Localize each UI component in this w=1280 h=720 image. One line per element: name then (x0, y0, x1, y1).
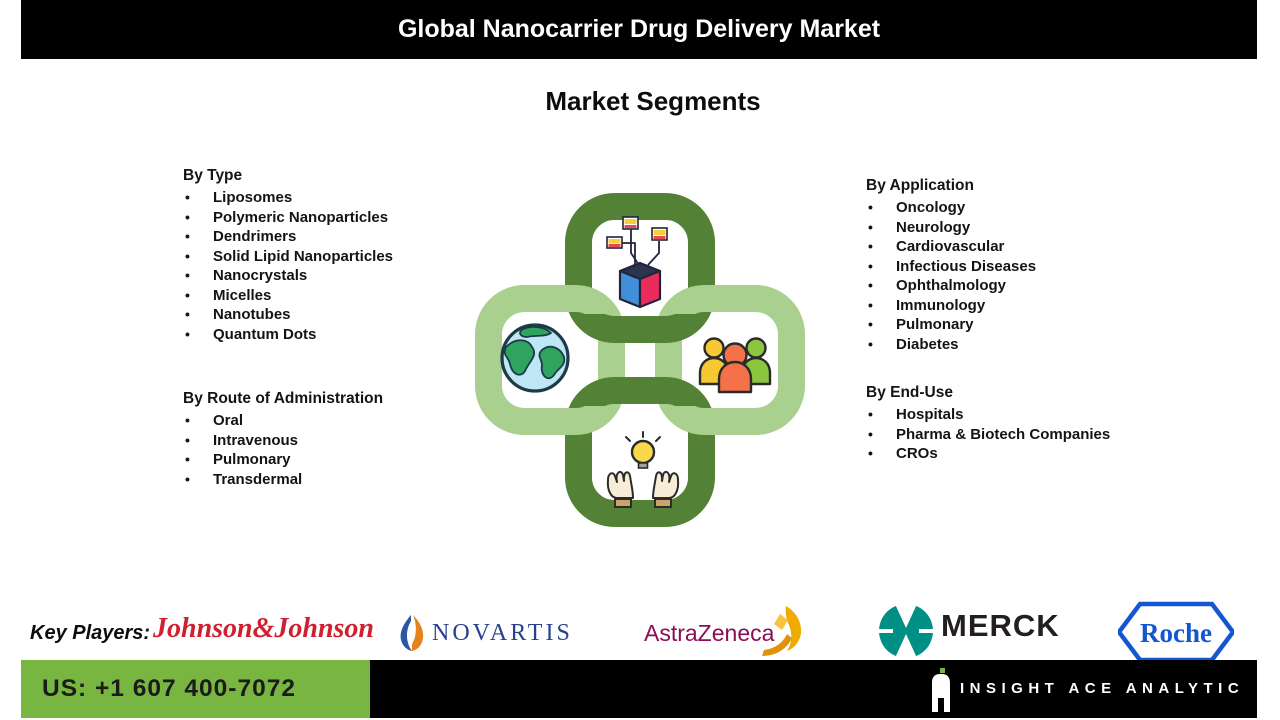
list-item: Polymeric Nanoparticles (183, 208, 393, 228)
segment-heading: By Route of Administration (183, 390, 384, 407)
list-item: Pulmonary (866, 315, 1036, 335)
novartis-logo: NOVARTIS (432, 620, 573, 646)
list-item: Dendrimers (183, 227, 393, 247)
contact-phone-box: US: +1 607 400-7072 (21, 660, 370, 718)
list-item: Ophthalmology (866, 276, 1036, 296)
list-item: Quantum Dots (183, 325, 393, 345)
johnson-and-johnson-logo: Johnson&Johnson (153, 613, 375, 644)
merck-sphere-icon (878, 604, 934, 658)
list-item: CROs (866, 444, 1110, 464)
list-item: Intravenous (183, 431, 383, 451)
segment-heading: By Application (866, 177, 974, 194)
list-item: Infectious Diseases (866, 257, 1036, 277)
list-item: Nanocrystals (183, 266, 393, 286)
list-item: Diabetes (866, 335, 1036, 355)
segment-by-type: By Type Liposomes Polymeric Nanoparticle… (183, 166, 393, 344)
interlocking-links-graphic (475, 193, 805, 527)
segment-by-application: By Application Oncology Neurology Cardio… (866, 176, 1036, 354)
list-item: Pharma & Biotech Companies (866, 425, 1110, 445)
segment-by-end-use: By End-Use Hospitals Pharma & Biotech Co… (866, 383, 1110, 464)
hands-holding-lightbulb-icon (606, 431, 680, 508)
phone-number: US: +1 607 400-7072 (42, 675, 296, 702)
novartis-flame-icon (400, 615, 424, 651)
segment-list: Hospitals Pharma & Biotech Companies CRO… (866, 405, 1110, 464)
list-item: Pulmonary (183, 450, 383, 470)
list-item: Oral (183, 411, 383, 431)
segment-heading: By End-Use (866, 384, 953, 401)
list-item: Cardiovascular (866, 237, 1036, 257)
merck-logo: MERCK (941, 608, 1060, 643)
key-players-label: Key Players: (30, 622, 151, 644)
list-item: Solid Lipid Nanoparticles (183, 247, 393, 267)
page-title: Global Nanocarrier Drug Delivery Market (397, 15, 881, 43)
segment-heading: By Type (183, 167, 243, 184)
segment-list: Oncology Neurology Cardiovascular Infect… (866, 198, 1036, 354)
list-item: Hospitals (866, 405, 1110, 425)
list-item: Micelles (183, 286, 393, 306)
brand-bar: INSIGHT ACE ANALYTIC (370, 660, 1257, 718)
roche-wordmark: Roche (1140, 618, 1212, 648)
section-title: Market Segments (545, 86, 761, 116)
list-item: Liposomes (183, 188, 393, 208)
list-item: Nanotubes (183, 305, 393, 325)
brand-name: INSIGHT ACE ANALYTIC (960, 680, 1245, 697)
3d-cube-data-model-icon (606, 216, 668, 309)
list-item: Transdermal (183, 470, 383, 490)
insightace-logo-mark (932, 668, 950, 712)
list-item: Immunology (866, 296, 1036, 316)
segment-list: Oral Intravenous Pulmonary Transdermal (183, 411, 383, 489)
chain-link-top (565, 193, 715, 343)
list-item: Oncology (866, 198, 1036, 218)
roche-logo: Roche (1118, 601, 1234, 663)
segment-list: Liposomes Polymeric Nanoparticles Dendri… (183, 188, 393, 344)
header-bar: Global Nanocarrier Drug Delivery Market (21, 0, 1257, 59)
globe-icon (500, 323, 570, 393)
astrazeneca-logo: AstraZeneca (644, 620, 775, 646)
list-item: Neurology (866, 218, 1036, 238)
chain-link-bottom (565, 377, 715, 527)
segment-by-route: By Route of Administration Oral Intraven… (183, 389, 383, 489)
people-group-icon (698, 337, 772, 394)
astrazeneca-swoosh-icon (762, 606, 802, 656)
